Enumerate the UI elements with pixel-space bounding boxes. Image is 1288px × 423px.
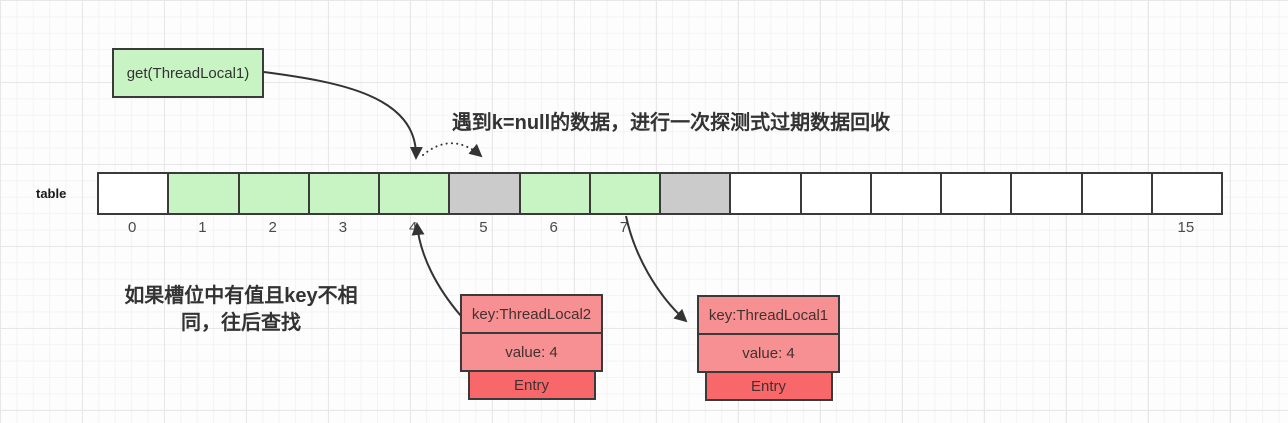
index-label-6: 6: [549, 219, 558, 236]
table-cell-6: [518, 172, 591, 215]
table-cell-7: [588, 172, 661, 215]
table-cell-5: [448, 172, 521, 215]
table-cell-10: [799, 172, 872, 215]
index-label-2: 2: [268, 219, 277, 236]
index-label-0: 0: [127, 219, 137, 236]
entry2-value-row: value: 4: [460, 332, 603, 372]
entry-card-threadlocal1: key:ThreadLocal1 value: 4 Entry: [697, 295, 840, 401]
table-cell-1: [167, 172, 240, 215]
table-cell-8: [659, 172, 732, 215]
index-label-15: 15: [1177, 219, 1195, 236]
get-threadlocal-label: get(ThreadLocal1): [126, 64, 250, 82]
entry1-tag: Entry: [704, 371, 833, 401]
entry2-key-row: key:ThreadLocal2: [460, 294, 603, 334]
table-cell-11: [869, 172, 942, 215]
entry1-value-row: value: 4: [697, 333, 840, 373]
table-cell-2: [237, 172, 310, 215]
arrow-get-to-slot4: [263, 71, 423, 160]
table-cell-4: [378, 172, 451, 215]
arrow-probe-slot4-to-slot5: [422, 142, 483, 158]
index-row: 0 1 2 3 4 5 6 7 15: [97, 219, 1225, 239]
annotation-probe-next-line2: 同，往后查找: [181, 312, 301, 334]
table-label: table: [36, 186, 67, 201]
entry1-key-row: key:ThreadLocal1: [697, 295, 840, 335]
index-label-5: 5: [479, 219, 488, 236]
index-label-1: 1: [198, 219, 207, 236]
table-cell-0: [97, 172, 170, 215]
table-cell-12: [940, 172, 1013, 215]
table-cell-9: [729, 172, 802, 215]
table-cell-3: [307, 172, 380, 215]
table-row: [97, 172, 1223, 215]
index-label-4: 4: [408, 219, 418, 236]
annotation-probe-next-line1: 如果槽位中有值且key不相: [124, 285, 358, 307]
table-cell-15: [1150, 172, 1223, 215]
index-label-7: 7: [619, 219, 629, 236]
entry2-tag: Entry: [467, 370, 596, 400]
annotation-probe-next: 如果槽位中有值且key不相 同，往后查找: [110, 283, 372, 337]
annotation-expired-cleanup: 遇到k=null的数据，进行一次探测式过期数据回收: [451, 112, 891, 134]
entry-card-threadlocal2: key:ThreadLocal2 value: 4 Entry: [460, 294, 603, 400]
table-cell-14: [1080, 172, 1153, 215]
get-threadlocal-box: get(ThreadLocal1): [112, 48, 264, 98]
index-label-3: 3: [338, 219, 348, 236]
table-cell-13: [1010, 172, 1083, 215]
